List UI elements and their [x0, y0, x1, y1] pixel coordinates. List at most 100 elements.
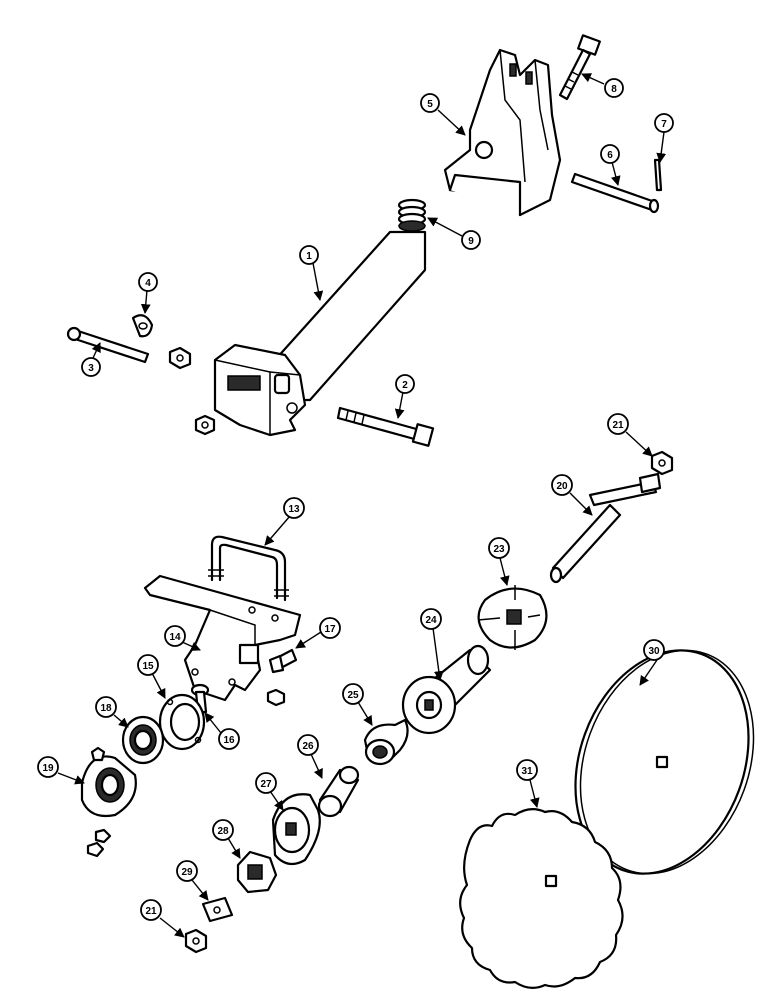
svg-text:27: 27 [260, 779, 272, 790]
leader-24 [432, 627, 444, 681]
callout-4: 4 [138, 272, 158, 292]
svg-text:18: 18 [100, 703, 112, 714]
svg-text:16: 16 [223, 735, 235, 746]
spacer-star [477, 585, 548, 650]
sleeve [317, 765, 360, 818]
leader-30 [639, 659, 658, 686]
leader-6 [611, 161, 621, 186]
square-washer [201, 896, 234, 923]
bearing-housing [80, 755, 137, 818]
cotter-pin [653, 158, 663, 192]
leader-16 [204, 712, 222, 734]
bracket-nut [266, 688, 286, 707]
svg-text:23: 23 [493, 544, 505, 555]
svg-text:28: 28 [217, 826, 229, 837]
leader-1 [312, 262, 324, 301]
arm-bolt [336, 406, 435, 447]
spring [397, 198, 427, 232]
callout-21-top: 21 [607, 413, 629, 435]
callout-30: 30 [643, 639, 665, 661]
square-nut-housing [236, 850, 278, 894]
svg-text:2: 2 [402, 380, 408, 391]
hitch-bolt [558, 34, 601, 101]
disc-arm [213, 230, 427, 437]
callout-20: 20 [551, 474, 573, 496]
svg-text:21: 21 [145, 906, 157, 917]
axle-nut-top [650, 450, 674, 476]
callout-29: 29 [176, 860, 198, 882]
svg-text:29: 29 [181, 867, 193, 878]
notched-disc [459, 808, 624, 989]
callout-24: 24 [420, 608, 442, 630]
small-nut-b [86, 841, 105, 858]
callout-1: 1 [299, 245, 319, 265]
cone-spacer [363, 718, 409, 766]
leader-27 [269, 790, 284, 811]
callout-31: 31 [516, 759, 538, 781]
leader-5 [437, 109, 466, 136]
svg-text:24: 24 [425, 615, 437, 626]
callout-16: 16 [218, 728, 240, 750]
callout-9: 9 [461, 230, 481, 250]
svg-text:3: 3 [88, 363, 94, 374]
svg-text:21: 21 [612, 420, 624, 431]
callout-2: 2 [395, 374, 415, 394]
svg-text:7: 7 [661, 119, 667, 130]
grease-fitting [90, 746, 106, 762]
callout-6: 6 [600, 144, 620, 164]
leader-25 [357, 701, 373, 726]
leader-31 [529, 779, 540, 808]
axle-nut-bottom [184, 928, 208, 954]
svg-text:5: 5 [427, 99, 433, 110]
leader-20 [569, 492, 593, 516]
leader-3 [91, 342, 101, 359]
svg-text:25: 25 [347, 690, 359, 701]
callout-13: 13 [283, 497, 305, 519]
bracket-bolt [268, 648, 298, 674]
callout-5: 5 [420, 93, 440, 113]
callout-19: 19 [37, 756, 59, 778]
leader-7 [656, 131, 667, 163]
end-cup [271, 793, 321, 866]
leader-2 [394, 391, 405, 419]
nut-upper [168, 346, 192, 370]
leader-26 [310, 753, 323, 779]
callout-8: 8 [604, 78, 624, 98]
leader-17 [295, 631, 322, 649]
mount-bracket [143, 574, 302, 702]
callout-15: 15 [137, 654, 159, 676]
svg-text:6: 6 [607, 150, 613, 161]
pivot-pin [570, 172, 660, 214]
svg-text:1: 1 [306, 251, 312, 262]
axle [549, 472, 662, 584]
leader-14 [181, 641, 201, 651]
svg-text:8: 8 [611, 84, 617, 95]
callout-17: 17 [319, 617, 341, 639]
u-bolt [208, 535, 289, 602]
callout-23: 23 [488, 537, 510, 559]
svg-text:20: 20 [556, 481, 568, 492]
callout-18: 18 [95, 696, 117, 718]
leader-21a [625, 431, 653, 457]
leader-8 [581, 73, 605, 85]
callout-27: 27 [255, 772, 277, 794]
callout-26: 26 [297, 734, 319, 756]
svg-text:9: 9 [468, 236, 474, 247]
callout-21-bottom: 21 [140, 899, 162, 921]
callout-28: 28 [212, 819, 234, 841]
svg-text:4: 4 [145, 278, 151, 289]
callout-7: 7 [654, 113, 674, 133]
spool-spacer [401, 644, 492, 735]
leader-lines [57, 73, 667, 938]
leader-13 [264, 515, 291, 546]
leader-9 [427, 217, 463, 237]
leader-19 [57, 772, 85, 785]
clevis-pin [66, 326, 150, 364]
svg-text:17: 17 [324, 624, 336, 635]
leader-18 [113, 714, 129, 728]
clip [131, 314, 154, 338]
nut-lower [194, 414, 216, 436]
leader-28 [227, 837, 241, 859]
bearing [121, 715, 165, 765]
